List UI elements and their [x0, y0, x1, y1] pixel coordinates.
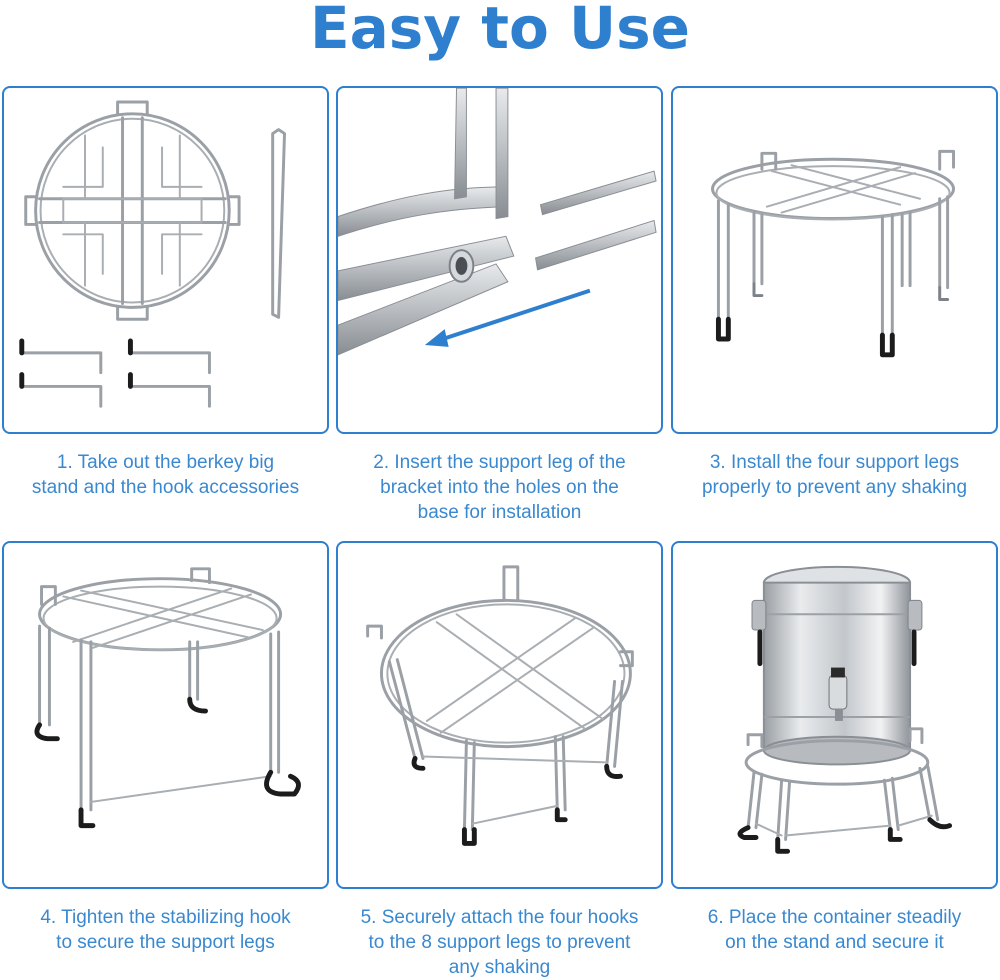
step-3-caption: 3. Install the four support legs properl…: [671, 450, 998, 500]
step-6-caption: 6. Place the container steadily on the s…: [671, 905, 998, 955]
step-5-image: [336, 541, 663, 889]
caption-line: 4. Tighten the stabilizing hook: [40, 907, 291, 928]
caption-line: base for installation: [417, 502, 582, 523]
assembled-stand-illustration: [711, 149, 956, 358]
caption-line: on the stand and secure it: [725, 932, 944, 953]
step-5-caption: 5. Securely attach the four hooks to the…: [336, 905, 663, 980]
insertion-closeup-illustration: [338, 88, 657, 356]
step-2-caption: 2. Insert the support leg of the bracket…: [336, 450, 663, 525]
caption-line: properly to prevent any shaking: [701, 477, 968, 498]
caption-line: 5. Securely attach the four hooks: [360, 907, 639, 928]
stand-with-hook-illustration: [34, 567, 301, 829]
container-on-stand-illustration: [737, 565, 953, 854]
caption-line: stand and the hook accessories: [31, 477, 300, 498]
step-4-caption: 4. Tighten the stabilizing hook to secur…: [2, 905, 329, 955]
direction-arrow: [424, 288, 591, 347]
caption-line: 6. Place the container steadily: [707, 907, 962, 928]
hook-accessories: [19, 338, 211, 408]
caption-line: any shaking: [448, 957, 551, 978]
caption-line: to secure the support legs: [56, 932, 275, 953]
caption-line: to the 8 support legs to prevent: [368, 932, 631, 953]
page-title: Easy to Use: [309, 0, 690, 62]
step-2-image: [336, 86, 663, 434]
step-3-image: [671, 86, 998, 434]
caption-line: 2. Insert the support leg of the: [373, 452, 626, 473]
step-4-image: [2, 541, 329, 889]
step-1-caption: 1. Take out the berkey big stand and the…: [2, 450, 329, 500]
stand-parts-illustration: [19, 100, 287, 408]
step-1-image: [2, 86, 329, 434]
caption-line: 3. Install the four support legs: [709, 452, 960, 473]
caption-line: bracket into the holes on the: [380, 477, 619, 498]
step-6-image: [671, 541, 998, 889]
caption-line: 1. Take out the berkey big: [56, 452, 275, 473]
stand-with-four-hooks-illustration: [366, 565, 634, 846]
water-container: [751, 565, 923, 766]
